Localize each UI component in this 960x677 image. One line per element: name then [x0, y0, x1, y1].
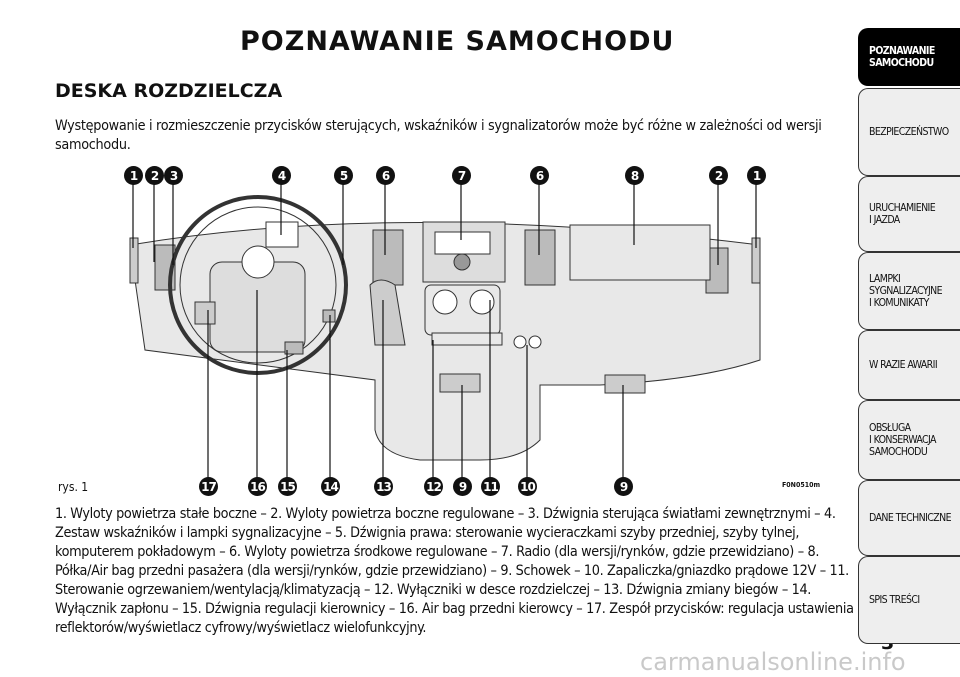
callout-11: 11	[481, 477, 500, 496]
figure-code: F0N0510m	[782, 481, 821, 489]
page-title: POZNAWANIE SAMOCHODU	[240, 26, 675, 57]
tab-2[interactable]: URUCHAMIENIE I JAZDA	[858, 176, 960, 252]
section-title: DESKA ROZDZIELCZA	[55, 80, 283, 102]
callout-2: 2	[709, 166, 728, 185]
callout-7: 7	[452, 166, 471, 185]
callout-6: 6	[530, 166, 549, 185]
callout-16: 16	[248, 477, 267, 496]
callout-13: 13	[374, 477, 393, 496]
tab-7[interactable]: SPIS TREŚCI	[858, 556, 960, 644]
callout-2: 2	[145, 166, 164, 185]
callout-10: 10	[518, 477, 537, 496]
callout-5: 5	[334, 166, 353, 185]
callout-1: 1	[747, 166, 766, 185]
intro-text: Występowanie i rozmieszczenie przycisków…	[55, 118, 822, 153]
tab-5[interactable]: OBSŁUGA I KONSERWACJA SAMOCHODU	[858, 400, 960, 480]
callout-9: 9	[614, 477, 633, 496]
callout-12: 12	[424, 477, 443, 496]
callout-17: 17	[199, 477, 218, 496]
dashboard-illustration	[129, 175, 761, 486]
tab-3[interactable]: LAMPKI SYGNALIZACYJNE I KOMUNIKATY	[858, 252, 960, 330]
tab-1[interactable]: BEZPIECZEŃSTWO	[858, 88, 960, 176]
callout-9: 9	[453, 477, 472, 496]
callout-6: 6	[376, 166, 395, 185]
watermark: carmanualsonline.info	[640, 648, 906, 676]
figure-legend: 1. Wyloty powietrza stałe boczne – 2. Wy…	[55, 506, 854, 636]
figure-caption: rys. 1	[58, 480, 89, 494]
callout-3: 3	[164, 166, 183, 185]
callout-15: 15	[278, 477, 297, 496]
callout-4: 4	[272, 166, 291, 185]
tab-0[interactable]: POZNAWANIE SAMOCHODU	[858, 28, 960, 86]
tab-6[interactable]: DANE TECHNICZNE	[858, 480, 960, 556]
tab-4[interactable]: W RAZIE AWARII	[858, 330, 960, 400]
callout-14: 14	[321, 477, 340, 496]
callout-1: 1	[124, 166, 143, 185]
callout-8: 8	[625, 166, 644, 185]
